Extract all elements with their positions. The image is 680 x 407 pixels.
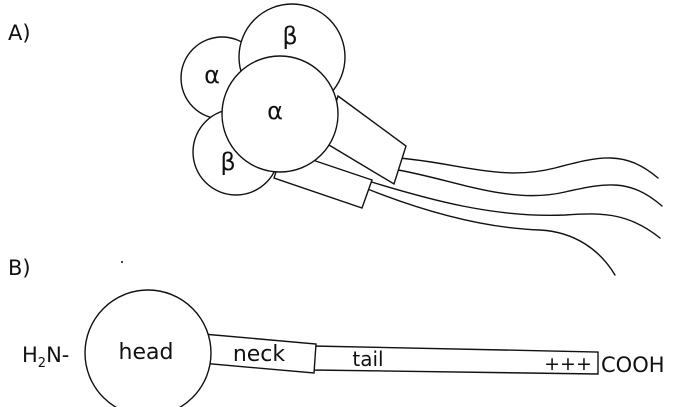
tail-strand-3 bbox=[365, 180, 660, 238]
c-terminus-label: COOH bbox=[601, 353, 665, 377]
n-terminus-prefix: H bbox=[22, 343, 38, 367]
charge-label: +++ bbox=[544, 353, 592, 375]
n-terminus-label: H2N- bbox=[22, 343, 69, 371]
beta-label-top: β bbox=[282, 22, 297, 50]
alpha-label-top: α bbox=[204, 61, 220, 89]
alpha-label-center: α bbox=[267, 97, 283, 125]
stray-dot bbox=[121, 261, 123, 263]
tail-strand-1 bbox=[398, 158, 658, 178]
n-terminus-suffix: N- bbox=[46, 343, 69, 367]
panel-a-label: A) bbox=[8, 21, 31, 45]
neck-label: neck bbox=[233, 342, 286, 367]
tail-label: tail bbox=[352, 347, 383, 371]
tail-strand-4 bbox=[365, 188, 615, 275]
panel-a: A) α β α β bbox=[8, 4, 662, 275]
n-terminus-subscript: 2 bbox=[38, 356, 46, 371]
head-label: head bbox=[119, 340, 174, 365]
panel-b: B) H2N- head neck tail +++ COOH bbox=[8, 256, 665, 407]
beta-label-bottom: β bbox=[220, 148, 235, 176]
panel-b-label: B) bbox=[8, 256, 31, 280]
